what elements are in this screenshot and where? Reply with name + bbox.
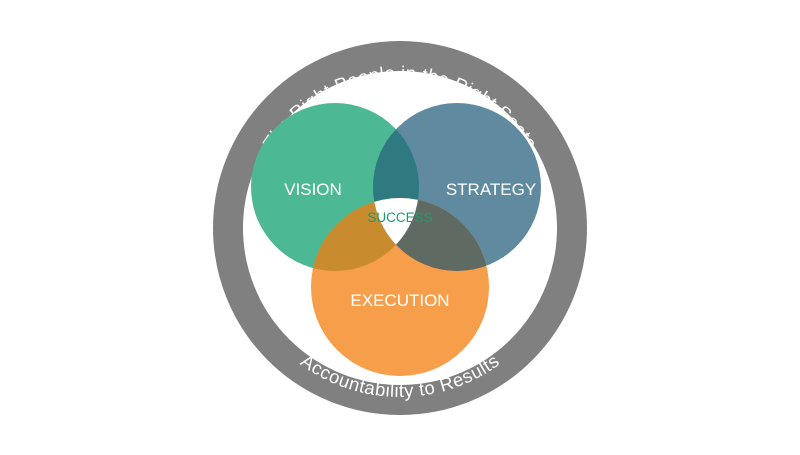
success-label: SUCCESS xyxy=(367,210,432,225)
outer-ring xyxy=(213,41,587,415)
overlap-strategy-execution xyxy=(373,198,489,271)
vision-label: VISION xyxy=(284,180,342,199)
execution-label: EXECUTION xyxy=(350,291,449,310)
overlap-vision-execution xyxy=(311,198,419,271)
strategy-label: STRATEGY xyxy=(446,180,536,199)
